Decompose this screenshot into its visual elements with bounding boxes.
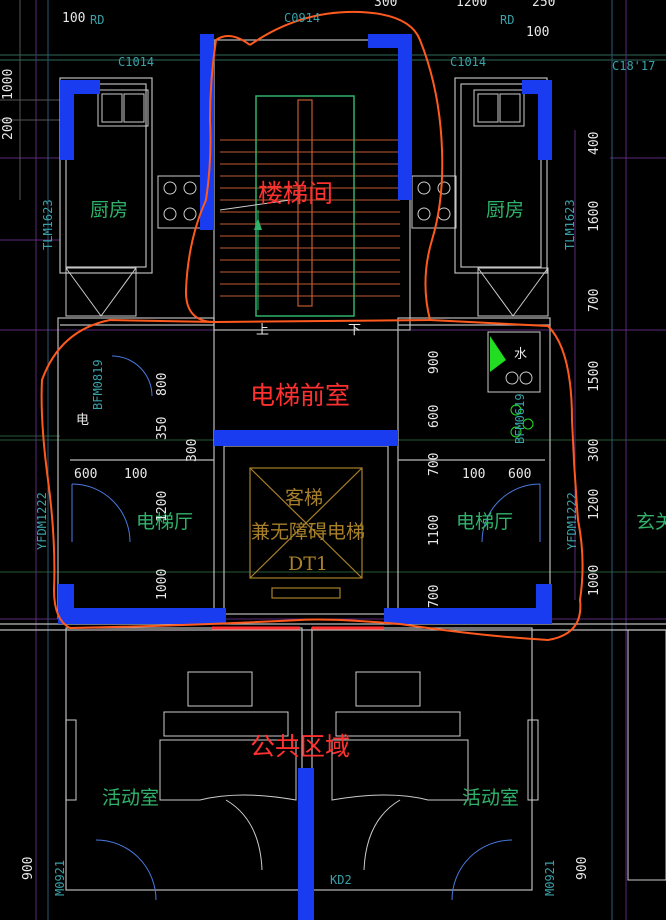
door-swings: [71, 355, 541, 901]
dim-top-1200: 1200: [456, 0, 487, 10]
dim-mid-700b: 700: [427, 585, 442, 608]
dim-top-100-right: 100: [526, 25, 549, 40]
dim-mid-700a: 700: [427, 453, 442, 476]
elevator-label-line2: 兼无障碍电梯: [251, 521, 365, 543]
room-elevator-hall-left: 电梯厅: [136, 511, 193, 533]
code-yfdm-right: YFDM1222: [565, 492, 579, 550]
dim-mid-900: 900: [427, 351, 442, 374]
room-elevator-hall-right: 电梯厅: [456, 511, 513, 533]
code-window-right: C1014: [450, 55, 486, 69]
room-activity-right: 活动室: [462, 787, 519, 809]
code-rd-right: RD: [500, 13, 514, 27]
dim-left-800: 800: [155, 373, 170, 396]
dim-door-600-right: 600: [508, 467, 531, 482]
code-yfdm-left: YFDM1222: [35, 492, 49, 550]
room-kitchen-left: 厨房: [90, 199, 128, 221]
activity-furniture: [65, 629, 666, 881]
label-panel-left: 电: [76, 413, 89, 428]
room-entrance: 玄关: [636, 511, 666, 533]
dim-right-300: 300: [587, 439, 602, 462]
hydrant-box: [487, 331, 541, 438]
elevator-car: [249, 467, 363, 599]
elevator-label-line1: 客梯: [285, 487, 323, 509]
code-m0921-right: M0921: [543, 860, 557, 896]
annotation-stairwell: 楼梯间: [258, 179, 333, 208]
dim-side-1000: 1000: [1, 69, 16, 100]
dim-side-200: 200: [1, 117, 16, 140]
elevator-label-line3: DT1: [288, 553, 328, 575]
dim-right-1200: 1200: [587, 489, 602, 520]
stair-flights: [220, 139, 400, 297]
dim-mid-600: 600: [427, 405, 442, 428]
annotation-public-area: 公共区域: [250, 732, 350, 761]
dim-left-300: 300: [185, 439, 200, 462]
stair-outline: [184, 10, 444, 324]
kitchen-fixtures: [65, 89, 549, 317]
dim-right-700: 700: [587, 289, 602, 312]
dim-left-1200: 1200: [155, 491, 170, 522]
label-water: 水: [514, 347, 527, 362]
room-kitchen-right: 厨房: [486, 199, 524, 221]
dim-top-250: 250: [532, 0, 555, 10]
front-room-outline: [40, 318, 584, 642]
code-window-far-right: C18'17: [612, 59, 655, 73]
highlight-outlines: [40, 10, 584, 642]
code-m0921-left: M0921: [53, 860, 67, 896]
code-bfm0819: BFM0819: [91, 359, 105, 410]
label-stair-up: 上: [256, 323, 269, 338]
wall-outlines: [0, 39, 666, 891]
annotation-elevator-lobby: 电梯前室: [250, 381, 350, 410]
stair-handrail: [219, 95, 355, 317]
dim-left-1000: 1000: [155, 569, 170, 600]
dim-bottom-900-left: 900: [21, 857, 36, 880]
dim-right-1000: 1000: [587, 565, 602, 596]
dim-right-1500: 1500: [587, 361, 602, 392]
dim-top-300: 300: [374, 0, 397, 10]
dim-left-350: 350: [155, 417, 170, 440]
dim-bottom-900-right: 900: [575, 857, 590, 880]
dim-door-600-left: 600: [74, 467, 97, 482]
label-stair-down: 下: [348, 323, 361, 338]
code-rd-left: RD: [90, 13, 104, 27]
code-kd2: KD2: [330, 873, 352, 887]
dim-door-100-left: 100: [124, 467, 147, 482]
code-tlm-right: TLM1623: [563, 199, 577, 250]
code-top-window: C0914: [284, 11, 320, 25]
code-tlm-left: TLM1623: [41, 199, 55, 250]
dim-top-100-left: 100: [62, 11, 85, 26]
dim-mid-1100: 1100: [427, 515, 442, 546]
code-window-left: C1014: [118, 55, 154, 69]
dim-right-400: 400: [587, 132, 602, 155]
room-activity-left: 活动室: [102, 787, 159, 809]
code-bfm0619: BFM0619: [513, 393, 527, 444]
dim-door-100-right: 100: [462, 467, 485, 482]
dim-right-1600: 1600: [587, 201, 602, 232]
